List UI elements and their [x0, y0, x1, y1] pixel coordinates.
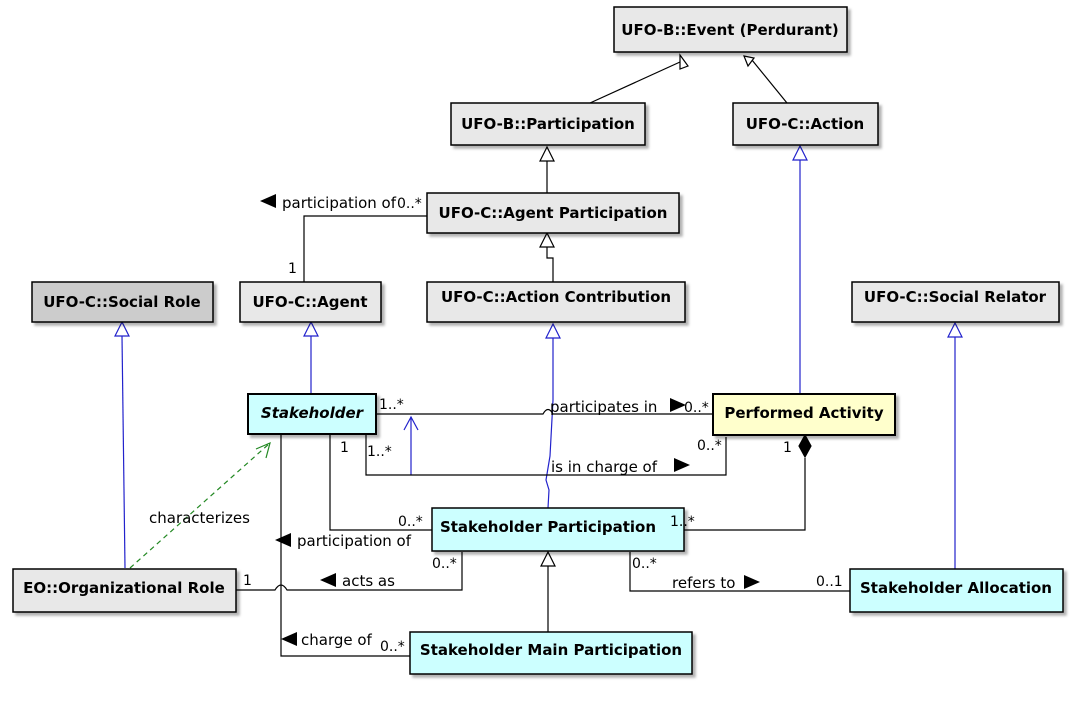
class-ufo-b-event-label: UFO-B::Event (Perdurant) — [621, 21, 838, 39]
generalization-stakeholder-to-agent — [303, 320, 319, 394]
mult-composition-a: 1 — [783, 440, 792, 456]
mult-participation-of-bottom-a: 1 — [340, 440, 349, 456]
label-characterizes: characterizes — [149, 509, 250, 527]
generalization-stakeholder-allocation-to-social-relator — [947, 321, 963, 569]
assoc-participation-of-top — [303, 215, 427, 282]
mult-participation-of-top-b: 1 — [288, 261, 297, 277]
class-stakeholder[interactable]: Stakeholder — [247, 393, 377, 435]
classes: UFO-B::Event (Perdurant) UFO-B::Particip… — [12, 6, 1064, 675]
generalization-stakeholder-participation-to-action-contribution — [545, 322, 561, 509]
direction-arrow-left-icon — [281, 632, 297, 646]
class-ufo-b-participation-label: UFO-B::Participation — [461, 115, 635, 133]
mult-participation-of-top-a: 0..* — [397, 196, 422, 212]
label-participates-in: participates in — [550, 398, 657, 416]
mult-participates-in-b: 0..* — [684, 400, 709, 416]
mult-acts-as-b: 0..* — [432, 556, 457, 572]
class-stakeholder-participation-label: Stakeholder Participation — [440, 518, 656, 536]
generalization-participation-to-event — [589, 53, 689, 104]
assoc-composition — [684, 433, 812, 531]
class-ufo-c-action-contribution[interactable]: UFO-C::Action Contribution — [426, 281, 686, 323]
class-eo-organizational-role-label: EO::Organizational Role — [23, 579, 225, 597]
assoc-participation-of-bottom — [329, 435, 432, 531]
direction-arrow-right-icon — [744, 575, 760, 589]
assoc-charge-of — [280, 435, 410, 657]
label-acts-as: acts as — [342, 572, 395, 590]
mult-refers-to-a: 0..* — [632, 556, 657, 572]
generalization-main-participation-to-participation — [540, 550, 556, 632]
class-ufo-c-social-relator-label: UFO-C::Social Relator — [864, 288, 1047, 306]
class-ufo-b-event[interactable]: UFO-B::Event (Perdurant) — [613, 6, 848, 53]
assoc-refers-to — [629, 552, 850, 592]
assoc-acts-as — [236, 552, 463, 591]
navigation-arrow-in-charge — [403, 415, 419, 475]
label-participation-of-top: participation of — [282, 194, 397, 212]
mult-participation-of-bottom-b: 0..* — [398, 514, 423, 530]
class-performed-activity[interactable]: Performed Activity — [712, 393, 896, 436]
direction-arrow-left-icon — [260, 194, 276, 208]
label-participation-of-bottom: participation of — [297, 532, 412, 550]
mult-composition-b: 1..* — [670, 514, 695, 530]
mult-charge-of-a: 0..* — [380, 639, 405, 655]
class-performed-activity-label: Performed Activity — [724, 404, 883, 422]
class-stakeholder-participation[interactable]: Stakeholder Participation — [431, 507, 685, 552]
class-ufo-c-agent-participation[interactable]: UFO-C::Agent Participation — [426, 192, 680, 234]
mult-is-in-charge-of-b: 0..* — [697, 438, 722, 454]
direction-arrow-right-icon — [670, 398, 686, 412]
class-stakeholder-allocation[interactable]: Stakeholder Allocation — [849, 568, 1064, 613]
class-ufo-c-agent-participation-label: UFO-C::Agent Participation — [439, 204, 668, 222]
label-refers-to: refers to — [672, 574, 735, 592]
class-ufo-c-social-role-label: UFO-C::Social Role — [43, 293, 201, 311]
characterizes-dependency — [129, 441, 271, 569]
assoc-participates-in — [377, 408, 713, 415]
direction-arrow-left-icon — [275, 533, 291, 547]
direction-arrow-left-icon — [320, 573, 336, 587]
connectors — [114, 53, 963, 657]
generalization-action-to-event — [743, 55, 788, 104]
class-ufo-c-action-contribution-label: UFO-C::Action Contribution — [441, 288, 671, 306]
generalization-performed-activity-to-action — [792, 144, 808, 394]
class-ufo-b-participation[interactable]: UFO-B::Participation — [450, 102, 646, 146]
class-ufo-c-action-label: UFO-C::Action — [746, 115, 864, 133]
generalization-agent-participation-to-participation — [539, 145, 555, 193]
label-charge-of: charge of — [301, 631, 373, 649]
class-ufo-c-agent[interactable]: UFO-C::Agent — [239, 281, 382, 323]
class-stakeholder-main-participation[interactable]: Stakeholder Main Participation — [409, 631, 693, 675]
generalization-action-contribution-to-agent-participation — [539, 231, 555, 282]
mult-refers-to-b: 0..1 — [816, 574, 843, 590]
direction-arrow-right-icon — [674, 458, 690, 472]
mult-participates-in-a: 1..* — [379, 397, 404, 413]
class-ufo-c-social-relator[interactable]: UFO-C::Social Relator — [851, 281, 1060, 323]
class-ufo-c-action[interactable]: UFO-C::Action — [732, 102, 879, 146]
association-labels: participation of 0..* 1 1..* participate… — [149, 194, 843, 655]
class-eo-organizational-role[interactable]: EO::Organizational Role — [12, 568, 237, 613]
class-ufo-c-agent-label: UFO-C::Agent — [252, 293, 367, 311]
label-is-in-charge-of: is in charge of — [551, 458, 658, 476]
mult-is-in-charge-of-a: 1..* — [367, 444, 392, 460]
class-stakeholder-label: Stakeholder — [261, 404, 365, 422]
class-stakeholder-allocation-label: Stakeholder Allocation — [860, 579, 1052, 597]
mult-acts-as-a: 1 — [243, 573, 252, 589]
class-ufo-c-social-role[interactable]: UFO-C::Social Role — [31, 281, 214, 323]
generalization-organizational-role-to-social-role — [114, 320, 130, 569]
assoc-is-in-charge-of — [365, 435, 727, 476]
class-stakeholder-main-participation-label: Stakeholder Main Participation — [420, 641, 682, 659]
